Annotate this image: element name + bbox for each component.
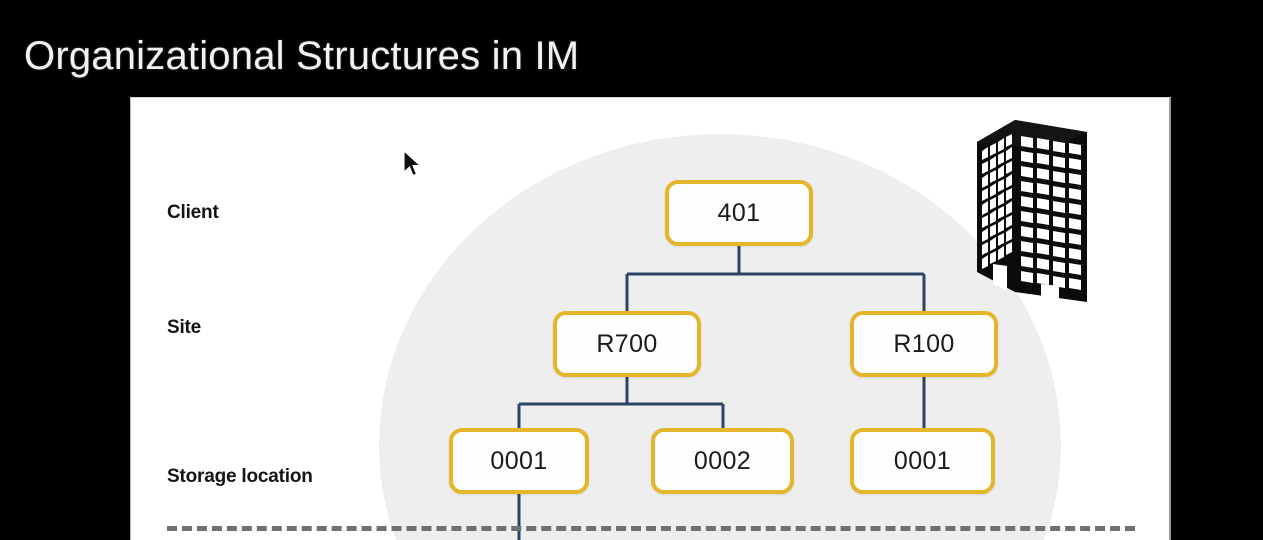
tree-node-storage-location-0001-b[interactable]: 0001 [850,428,995,494]
office-building-icon [977,120,1087,306]
row-label-client: Client [167,202,219,223]
slide-panel: Client Site Storage location [130,97,1171,540]
tree-node-site-r100[interactable]: R100 [850,311,998,377]
row-label-site: Site [167,317,202,338]
tree-node-storage-location-0001-a[interactable]: 0001 [449,428,589,494]
page-title: Organizational Structures in IM [24,34,580,78]
tree-node-site-r700[interactable]: R700 [553,311,701,377]
dashed-divider [167,526,1135,531]
tree-node-client-401[interactable]: 401 [665,180,813,246]
row-label-storage-location: Storage location [167,466,313,487]
tree-connectors [517,246,926,540]
tree-node-storage-location-0002[interactable]: 0002 [651,428,794,494]
